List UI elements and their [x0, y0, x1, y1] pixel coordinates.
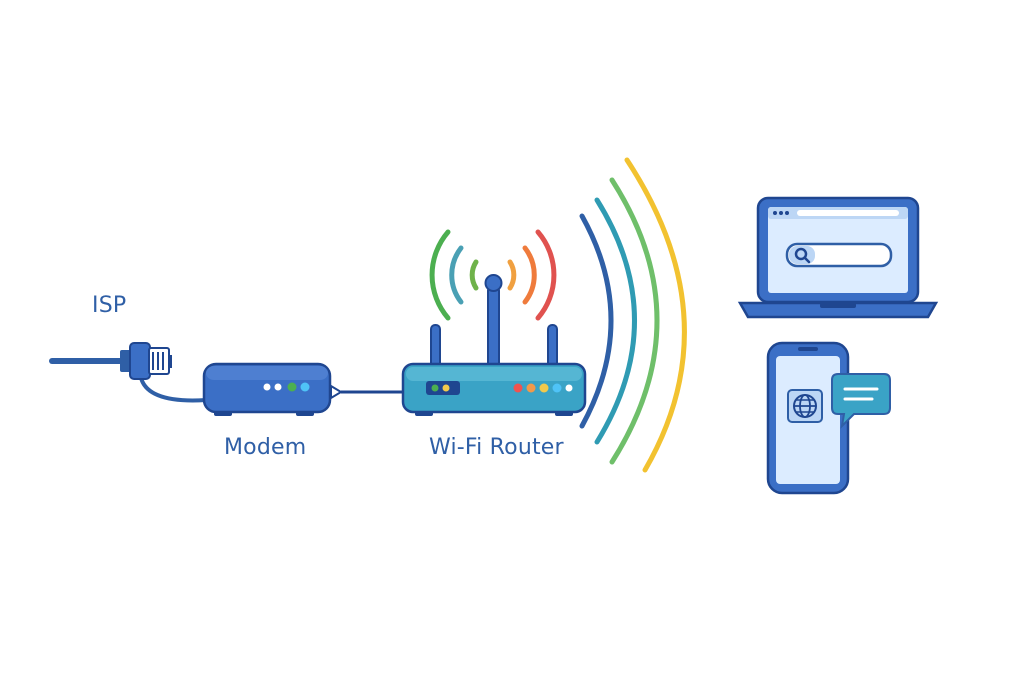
router-led — [565, 384, 573, 392]
modem-icon — [202, 362, 332, 416]
router-led — [513, 383, 523, 393]
broadcast-waves-icon — [579, 157, 687, 473]
ethernet-plug-icon — [120, 342, 172, 380]
modem-led — [263, 383, 271, 391]
modem-router-cable — [330, 384, 403, 400]
wifi-router-icon — [401, 274, 587, 416]
isp-label: ISP — [92, 293, 127, 318]
modem-label: Modem — [224, 435, 307, 460]
modem-led — [300, 382, 310, 392]
wifi-waves-icon — [429, 229, 557, 321]
router-led — [431, 384, 439, 392]
router-label: Wi-Fi Router — [429, 435, 564, 460]
chat-bubble-icon — [831, 373, 891, 429]
globe-icon — [787, 389, 823, 423]
modem-led — [274, 383, 282, 391]
router-led — [552, 383, 562, 393]
router-led — [539, 383, 549, 393]
modem-led — [287, 382, 297, 392]
search-bar-icon — [785, 242, 893, 268]
router-led — [526, 383, 536, 393]
router-led — [442, 384, 450, 392]
